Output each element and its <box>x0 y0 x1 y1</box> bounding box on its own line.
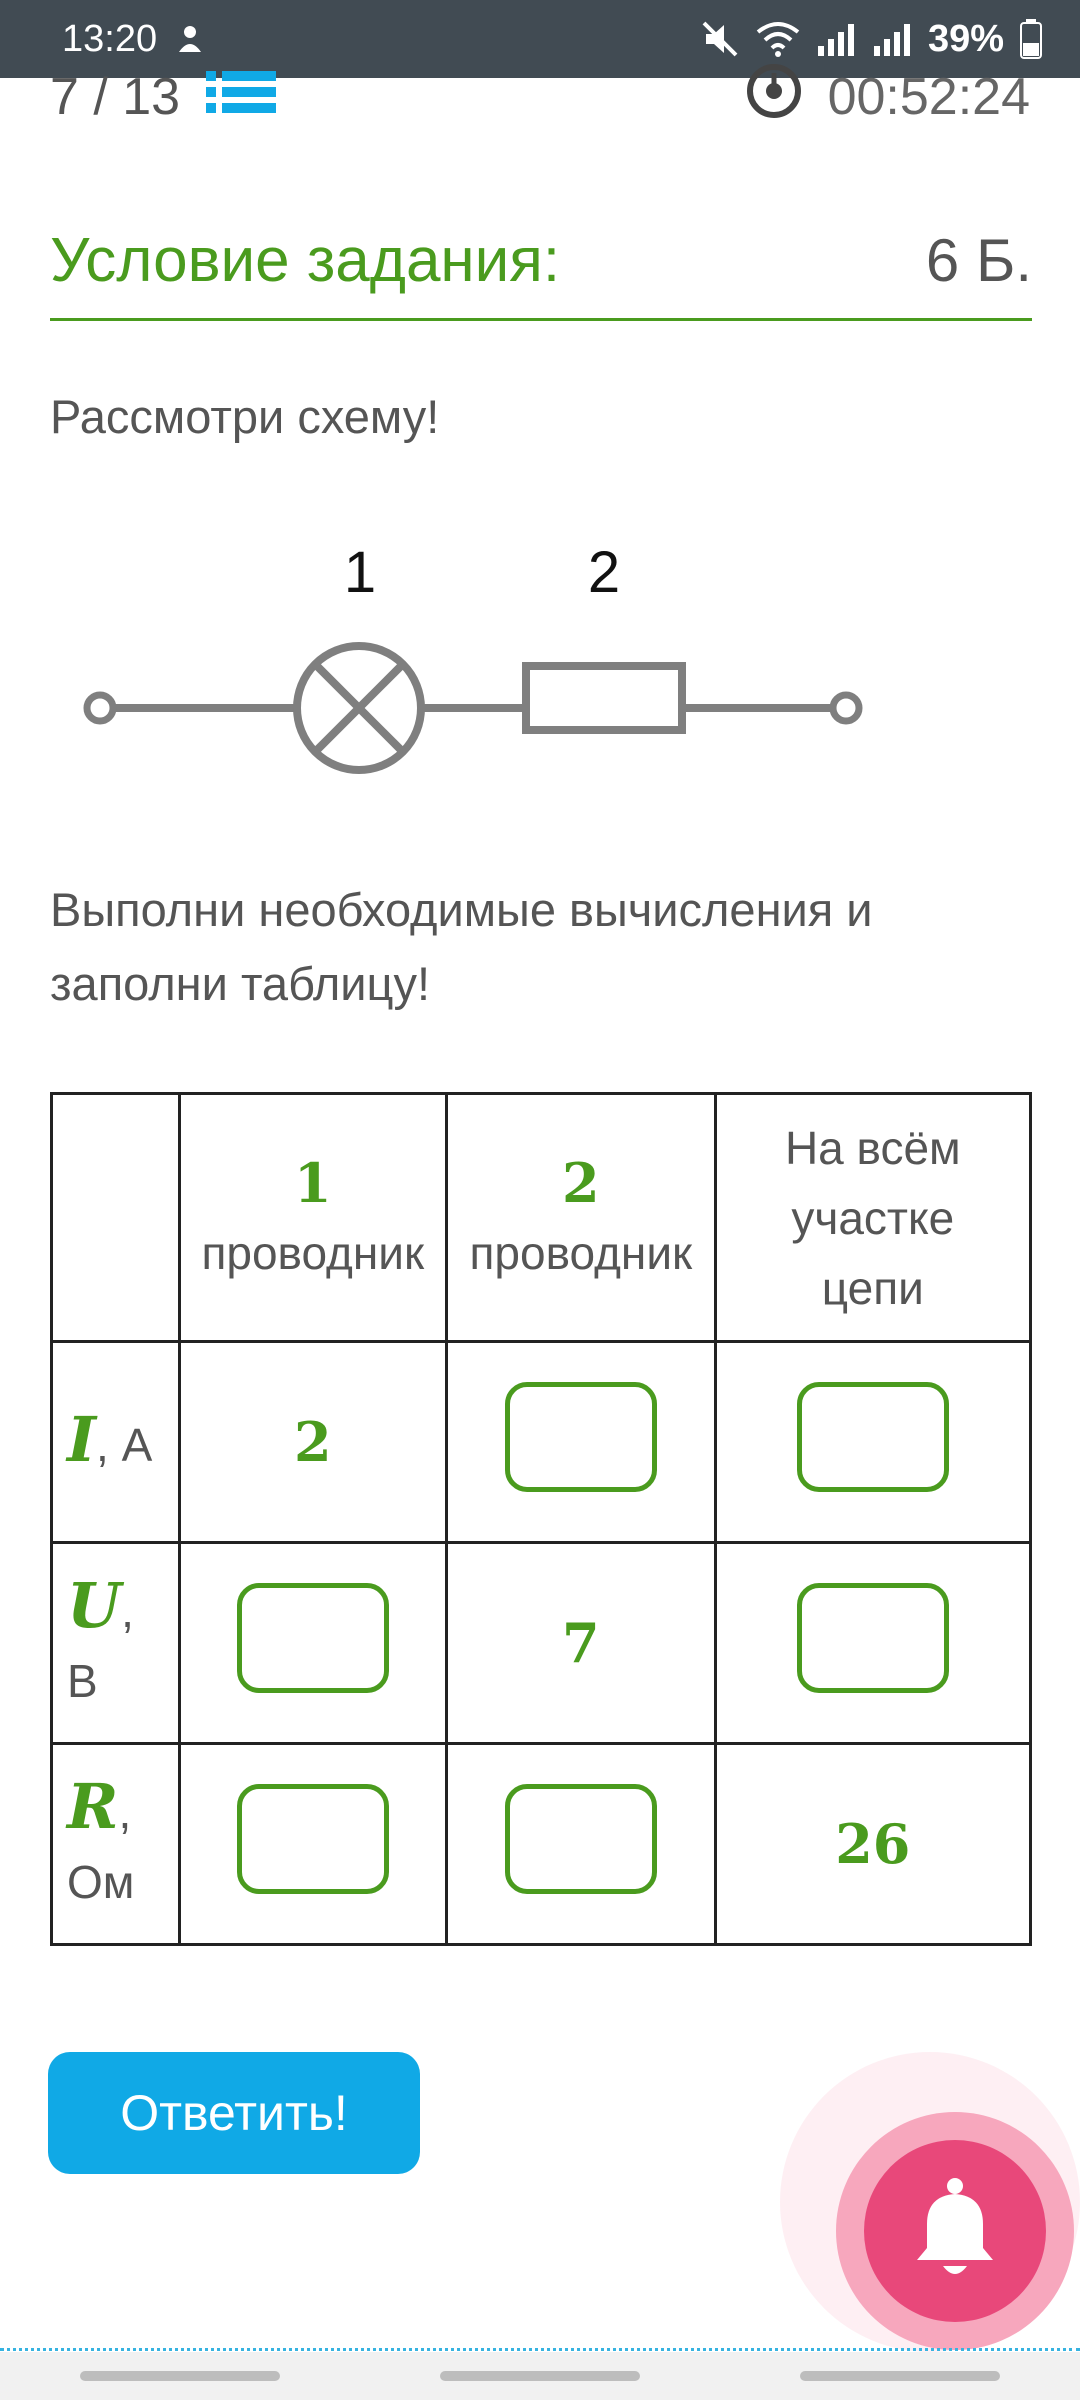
table-row: I, А 2 <box>50 1340 1033 1544</box>
table-row: U, В 7 <box>50 1541 1033 1745</box>
task-header: Условие задания: 6 Б. <box>50 225 1032 321</box>
divider <box>0 2348 1080 2351</box>
task-title: Условие задания: <box>50 226 561 295</box>
row-label-voltage: U, В <box>50 1541 181 1745</box>
row-label-current: I, А <box>50 1340 181 1544</box>
answer-input[interactable] <box>504 1381 657 1492</box>
list-icon[interactable] <box>206 67 277 128</box>
cell-voltage-1 <box>177 1541 449 1745</box>
answer-input[interactable] <box>236 1582 389 1693</box>
wifi-icon <box>756 20 800 58</box>
nav-recents[interactable] <box>800 2371 1000 2381</box>
cell-voltage-total <box>713 1541 1033 1745</box>
cell-current-2 <box>445 1340 717 1544</box>
timer-value: 00:52:24 <box>827 68 1030 126</box>
answer-input[interactable] <box>504 1783 657 1894</box>
header-conductor-1: 1 проводник <box>177 1092 449 1343</box>
notification-bell-button[interactable] <box>864 2140 1046 2322</box>
cell-resistance-1 <box>177 1742 449 1946</box>
task-line-2: заполни таблицу! <box>50 957 431 1010</box>
table-corner <box>50 1092 181 1343</box>
cell-current-1: 2 <box>177 1340 449 1544</box>
navigation-bar <box>0 2352 1080 2400</box>
cell-voltage-2: 7 <box>445 1541 717 1745</box>
mute-icon <box>700 19 740 59</box>
answer-input[interactable] <box>796 1582 949 1693</box>
task-line-1: Выполни необходимые вычисления и <box>50 883 873 936</box>
nav-home[interactable] <box>440 2371 640 2381</box>
do-not-disturb-icon <box>175 22 205 56</box>
task-instruction: Рассмотри схему! <box>50 390 440 443</box>
cell-resistance-2 <box>445 1742 717 1946</box>
battery-percent: 39% <box>927 17 1004 60</box>
header-whole-circuit: На всём участке цепи <box>713 1092 1033 1343</box>
battery-icon <box>1020 19 1042 59</box>
cell-current-total <box>713 1340 1033 1544</box>
answer-input[interactable] <box>236 1783 389 1894</box>
label-1: 1 <box>344 540 376 605</box>
task-points: 6 Б. <box>925 227 1032 294</box>
progress-row: 7 / 13 00:52:24 <box>50 62 1030 132</box>
label-2: 2 <box>588 540 620 605</box>
lamp-symbol <box>293 642 425 774</box>
status-bar: 13:20 39% <box>0 0 1080 78</box>
circuit-diagram: 1 2 <box>83 540 863 774</box>
cell-resistance-total: 26 <box>713 1742 1033 1946</box>
bell-icon <box>917 2178 993 2274</box>
signal-icon <box>816 22 856 56</box>
timer-icon <box>746 63 802 132</box>
table-row: R, Ом 26 <box>50 1742 1033 1946</box>
signal-icon <box>872 22 912 56</box>
question-counter: 7 / 13 <box>50 68 181 126</box>
header-conductor-2: 2 проводник <box>445 1092 717 1343</box>
right-terminal <box>829 691 863 725</box>
row-label-resistance: R, Ом <box>50 1742 181 1946</box>
resistor-symbol <box>522 662 686 734</box>
table-header-row: 1 проводник 2 проводник На всём участке … <box>50 1092 1033 1343</box>
answer-table: 1 проводник 2 проводник На всём участке … <box>50 1092 1033 1946</box>
task-description: Выполни необходимые вычисления и заполни… <box>50 873 873 1021</box>
left-terminal <box>83 691 117 725</box>
answer-button[interactable]: Ответить! <box>48 2052 420 2174</box>
status-time: 13:20 <box>62 17 158 60</box>
nav-back[interactable] <box>80 2371 280 2381</box>
answer-input[interactable] <box>796 1381 949 1492</box>
